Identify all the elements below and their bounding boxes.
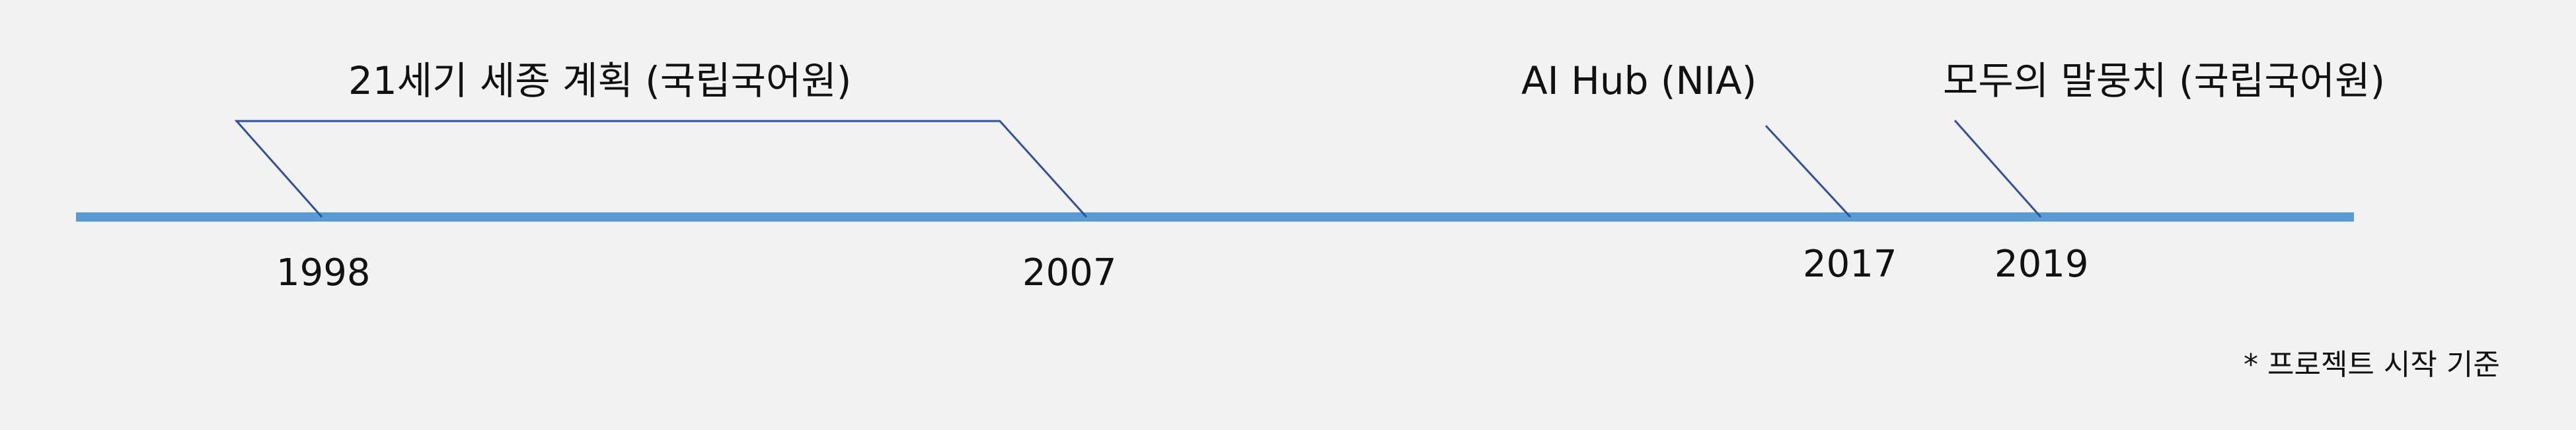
sejong-bracket-connector (234, 120, 1088, 218)
modu-connector (1953, 120, 2042, 218)
project-label-sejong: 21세기 세종 계획 (국립국어원) (348, 58, 852, 103)
aihub-connector (1764, 124, 1852, 218)
project-label-aihub: AI Hub (NIA) (1521, 58, 1757, 103)
year-label-2019: 2019 (1994, 243, 2089, 286)
year-label-2007: 2007 (1022, 251, 1117, 294)
project-label-modu: 모두의 말뭉치 (국립국어원) (1943, 58, 2386, 103)
year-label-2017: 2017 (1803, 243, 1897, 286)
footnote: * 프로젝트 시작 기준 (2244, 348, 2500, 382)
year-label-1998: 1998 (276, 251, 371, 294)
